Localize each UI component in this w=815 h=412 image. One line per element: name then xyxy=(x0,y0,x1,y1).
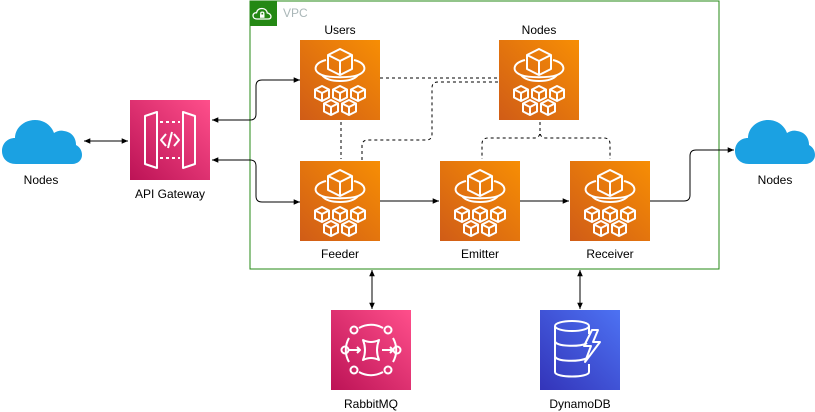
vpc-label: VPC xyxy=(283,6,308,20)
external-nodes-left[interactable]: Nodes xyxy=(2,120,82,187)
service-rabbitmq[interactable]: RabbitMQ xyxy=(331,310,411,411)
service-feeder[interactable]: Feeder xyxy=(300,161,380,261)
service-nodes[interactable]: Nodes xyxy=(499,23,579,120)
service-api-gateway[interactable]: API Gateway xyxy=(130,100,210,201)
vpc-group: VPC xyxy=(249,0,720,270)
dash-nodes-emitter xyxy=(481,122,541,159)
edges xyxy=(84,77,734,309)
emitter-label: Emitter xyxy=(461,247,499,261)
api-gateway-icon xyxy=(144,111,196,169)
receiver-label: Receiver xyxy=(586,247,633,261)
cloud-icon xyxy=(2,120,82,164)
dynamodb-label: DynamoDB xyxy=(549,397,610,411)
service-users[interactable]: Users xyxy=(300,23,380,120)
edge-apigw-users xyxy=(212,77,300,123)
edge-receiver-cloud xyxy=(650,147,734,202)
service-emitter[interactable]: Emitter xyxy=(440,161,520,261)
cloud-icon xyxy=(735,120,815,164)
nodes-service-label: Nodes xyxy=(522,23,557,37)
vpc-cloud-lock-icon xyxy=(252,7,272,20)
users-label: Users xyxy=(324,23,355,37)
dashed-edges xyxy=(340,77,611,160)
rabbitmq-label: RabbitMQ xyxy=(344,397,398,411)
api-gateway-label: API Gateway xyxy=(135,187,205,201)
feeder-label: Feeder xyxy=(321,247,359,261)
dynamodb-icon xyxy=(554,320,601,378)
service-receiver[interactable]: Receiver xyxy=(570,161,650,261)
service-dynamodb[interactable]: DynamoDB xyxy=(540,310,620,411)
message-broker-icon xyxy=(340,323,402,377)
edge-apigw-feeder xyxy=(212,157,300,205)
vpc-boundary xyxy=(249,0,720,270)
dash-feeder-nodes xyxy=(361,81,499,160)
cloud-left-label: Nodes xyxy=(24,173,59,187)
dash-nodes-receiver xyxy=(539,122,611,159)
external-nodes-right[interactable]: Nodes xyxy=(735,120,815,187)
cloud-right-label: Nodes xyxy=(758,173,793,187)
